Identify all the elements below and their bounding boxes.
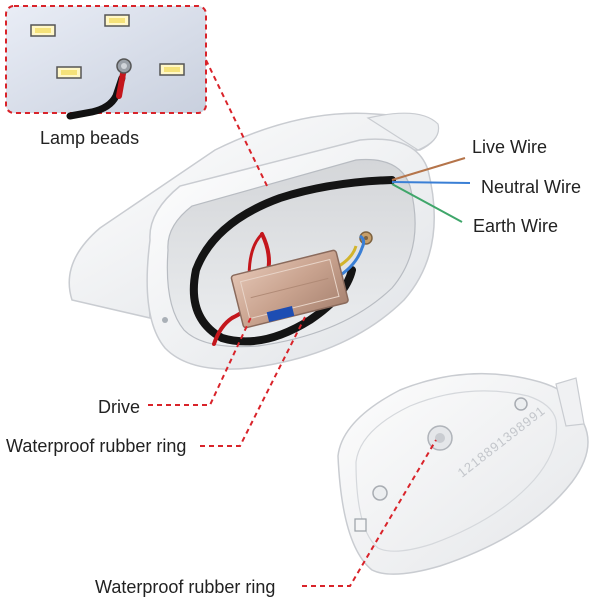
driver-module: [230, 249, 349, 329]
screw-hole-icon: [514, 397, 528, 411]
label-lamp-beads: Lamp beads: [40, 128, 140, 148]
label-live-wire: Live Wire: [472, 137, 548, 157]
base-plate: 1218891398991: [337, 372, 589, 575]
label-waterproof-ring-lower: Waterproof rubber ring: [95, 577, 276, 597]
screw-hole-icon: [372, 485, 388, 501]
label-earth-wire: Earth Wire: [473, 216, 559, 236]
callout-ring-lower: [302, 439, 437, 587]
label-neutral-wire: Neutral Wire: [481, 177, 582, 197]
earth-wire-lead: [391, 183, 463, 223]
callout-ring-upper: [200, 316, 306, 447]
power-cable-black: [189, 176, 396, 346]
callout-lines: [148, 59, 437, 587]
callout-lamp-beads: [205, 59, 269, 189]
wire-blue-driver: [335, 234, 366, 280]
lamp-beads-inset: [5, 5, 207, 120]
callout-drive: [148, 314, 253, 406]
live-wire-lead: [391, 157, 466, 181]
neutral-wire-lead: [391, 181, 471, 184]
label-waterproof-ring-upper: Waterproof rubber ring: [6, 436, 187, 456]
wire-black-inset: [66, 74, 126, 120]
lamp-housing: [68, 112, 440, 370]
housing-cavity: [166, 158, 416, 348]
label-drive: Drive: [98, 397, 141, 417]
